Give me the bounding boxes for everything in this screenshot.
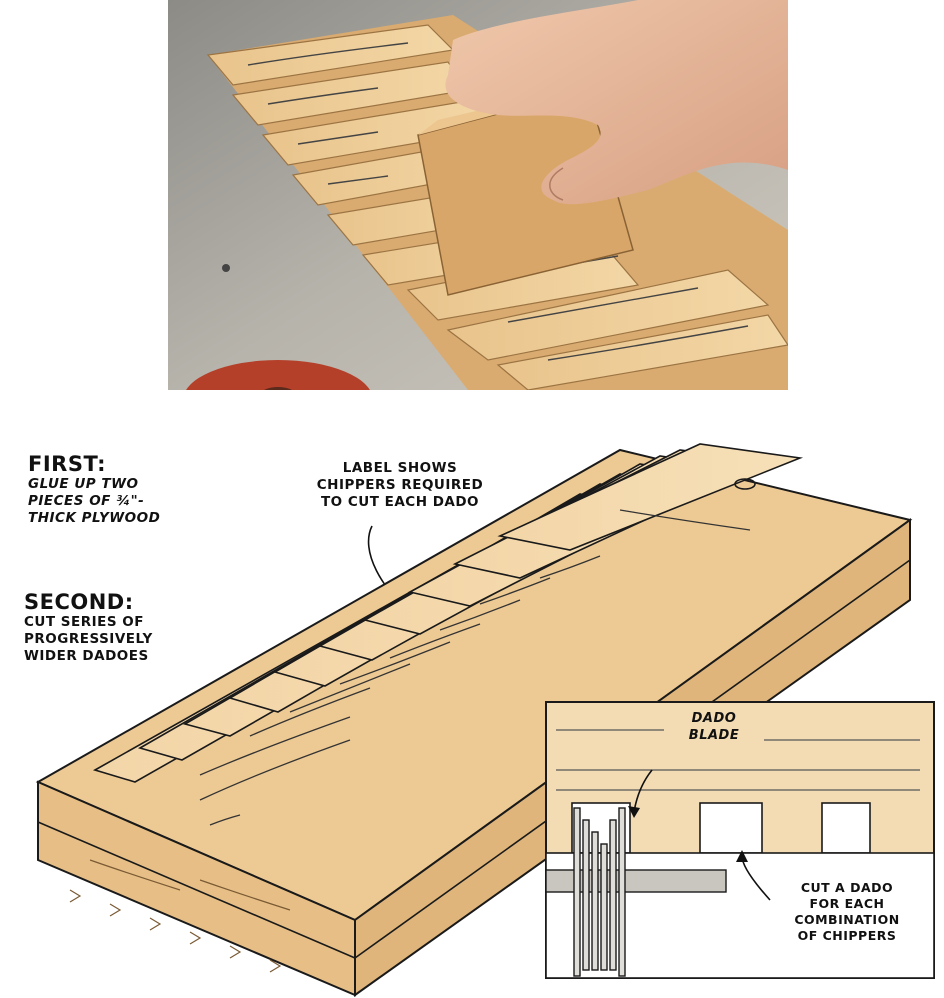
first-step-note: FIRST: GLUE UP TWO PIECES OF ¾"- THICK P… [28, 452, 160, 527]
dado-blade-line-2: BLADE [688, 728, 740, 743]
first-line-2: PIECES OF ¾"- [28, 493, 145, 509]
cut-callout-line-1: CUT A DADO [800, 880, 894, 895]
dado-board-illustration [35, 443, 935, 997]
photo-illustration [168, 0, 788, 390]
first-line-3: THICK PLYWOOD [28, 510, 161, 526]
dado-blade-icon [573, 807, 626, 977]
second-line-2: PROGRESSIVELY [24, 631, 153, 647]
first-line-1: GLUE UP TWO [28, 476, 139, 492]
saw-table [545, 869, 727, 893]
dado-blade-inset [545, 701, 935, 979]
test-board-photo [168, 0, 788, 390]
label-callout-line-3: TO CUT EACH DADO [320, 494, 480, 510]
cut-dado-callout: CUT A DADO FOR EACH COMBINATION OF CHIPP… [772, 880, 922, 944]
first-heading: FIRST: [28, 452, 107, 476]
cut-callout-line-4: OF CHIPPERS [797, 928, 897, 943]
cut-callout-line-2: FOR EACH [809, 896, 885, 911]
second-step-note: SECOND: CUT SERIES OF PROGRESSIVELY WIDE… [24, 590, 153, 665]
label-callout-line-1: LABEL SHOWS [342, 460, 458, 476]
second-line-3: WIDER DADOES [24, 648, 149, 664]
label-callout: LABEL SHOWS CHIPPERS REQUIRED TO CUT EAC… [290, 460, 510, 511]
dado-blade-line-1: DADO [691, 711, 737, 726]
cut-callout-line-3: COMBINATION [794, 912, 900, 927]
hand-sliding-test-board-icon [445, 0, 788, 205]
dado-ridges [92, 443, 804, 783]
chipper-labels [199, 509, 751, 826]
blade-plate [186, 360, 370, 390]
second-line-1: CUT SERIES OF [24, 614, 144, 630]
label-callout-line-2: CHIPPERS REQUIRED [316, 477, 484, 493]
second-heading: SECOND: [24, 590, 134, 614]
dado-blade-label: DADO BLADE [664, 710, 764, 744]
